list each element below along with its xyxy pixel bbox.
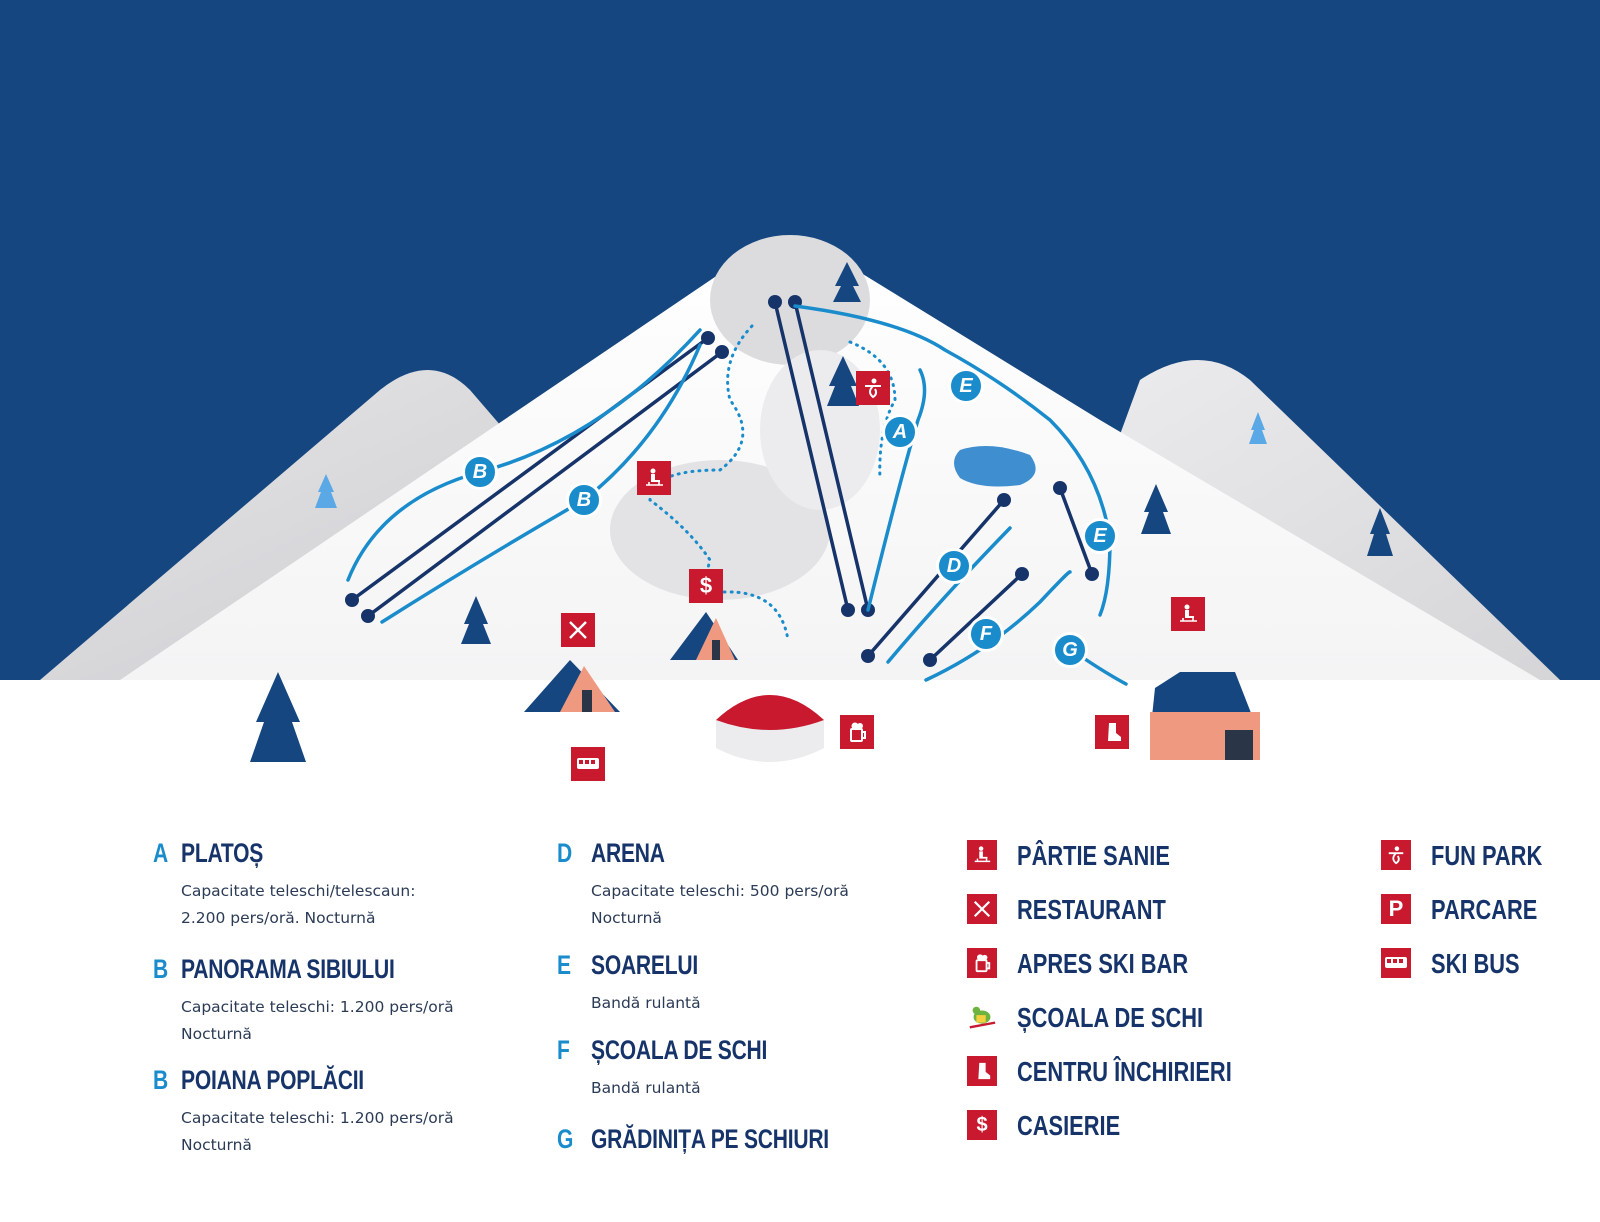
lift-letter: B xyxy=(153,954,169,984)
lift-letter: G xyxy=(557,1124,574,1154)
lift-name: PANORAMA SIBIULUI xyxy=(181,954,395,984)
lift-letter: D xyxy=(557,838,573,868)
trail-badge-d[interactable]: D xyxy=(936,548,972,584)
facility-label: SKI BUS xyxy=(1431,948,1520,979)
facility-label: CENTRU ÎNCHIRIERI xyxy=(1017,1056,1232,1087)
fun-park-icon[interactable] xyxy=(856,371,890,405)
lift-description: Capacitate teleschi: 1.200 pers/oră Noct… xyxy=(181,998,454,1043)
lift-letter: E xyxy=(557,950,572,980)
chalet-restaurant xyxy=(524,660,620,712)
lift-description: Bandă rulantă xyxy=(591,1079,701,1097)
facility-label: RESTAURANT xyxy=(1017,894,1166,925)
chalet-cashier xyxy=(670,612,738,660)
lift-name: SOARELUI xyxy=(591,950,698,980)
pond xyxy=(954,446,1036,487)
apres-ski-bar-icon xyxy=(967,948,997,978)
lift-letter: B xyxy=(153,1065,169,1095)
facility-label: CASIERIE xyxy=(1017,1110,1121,1141)
trees xyxy=(250,262,1393,762)
facility-label: PÂRTIE SANIE xyxy=(1017,840,1170,871)
lift-name: ȘCOALA DE SCHI xyxy=(591,1035,768,1065)
chalet-rental xyxy=(1150,672,1260,760)
facility-label: PARCARE xyxy=(1431,894,1538,925)
parking-icon: P xyxy=(1381,894,1411,924)
lift-description: Capacitate teleschi/telescaun: 2.200 per… xyxy=(181,882,416,927)
restaurant-icon xyxy=(967,894,997,924)
facility-label: APRES SKI BAR xyxy=(1017,948,1189,979)
lift-description: Capacitate teleschi: 1.200 pers/oră Noct… xyxy=(181,1109,454,1154)
apres-ski-bar-icon[interactable] xyxy=(840,715,874,749)
rental-icon xyxy=(967,1056,997,1086)
restaurant-icon[interactable] xyxy=(561,613,595,647)
legend: A PLATOȘ Capacitate teleschi/telescaun: … xyxy=(0,838,1600,1218)
apres-ski-dome xyxy=(716,695,824,762)
facility-label: ȘCOALA DE SCHI xyxy=(1017,1002,1204,1033)
ski-bus-icon xyxy=(1381,948,1411,978)
fun-park-icon xyxy=(1381,840,1411,870)
trail-badge-e[interactable]: E xyxy=(1082,518,1118,554)
lift-name: ARENA xyxy=(591,838,665,868)
trail-badge-f[interactable]: F xyxy=(968,616,1004,652)
lift-name: GRĂDINIȚA PE SCHIURI xyxy=(591,1124,829,1154)
lift-name: PLATOȘ xyxy=(181,838,264,868)
ski-map-illustration xyxy=(40,235,1560,762)
ski-school-dino-icon xyxy=(967,1002,997,1032)
lift-description: Capacitate teleschi: 500 pers/oră Noctur… xyxy=(591,882,849,927)
lift-letter: A xyxy=(153,838,169,868)
ski-bus-icon[interactable] xyxy=(571,747,605,781)
trail-badge-e[interactable]: E xyxy=(948,368,984,404)
lift-letter: F xyxy=(557,1035,570,1065)
lift-cables xyxy=(350,301,1094,662)
sled-icon[interactable] xyxy=(637,461,671,495)
lift-name: POIANA POPLĂCII xyxy=(181,1065,364,1095)
rental-icon[interactable] xyxy=(1095,715,1129,749)
sled-icon xyxy=(967,840,997,870)
trail-badge-a[interactable]: A xyxy=(882,414,918,450)
trail-badge-b[interactable]: B xyxy=(462,454,498,490)
sled-paths xyxy=(648,324,897,642)
trail-badge-g[interactable]: G xyxy=(1052,632,1088,668)
facility-label: FUN PARK xyxy=(1431,840,1543,871)
sled-icon[interactable] xyxy=(1171,597,1205,631)
trail-badge-b[interactable]: B xyxy=(566,482,602,518)
lift-description: Bandă rulantă xyxy=(591,994,701,1012)
cashier-icon: $ xyxy=(967,1110,997,1140)
cashier-icon[interactable]: $ xyxy=(689,569,723,603)
